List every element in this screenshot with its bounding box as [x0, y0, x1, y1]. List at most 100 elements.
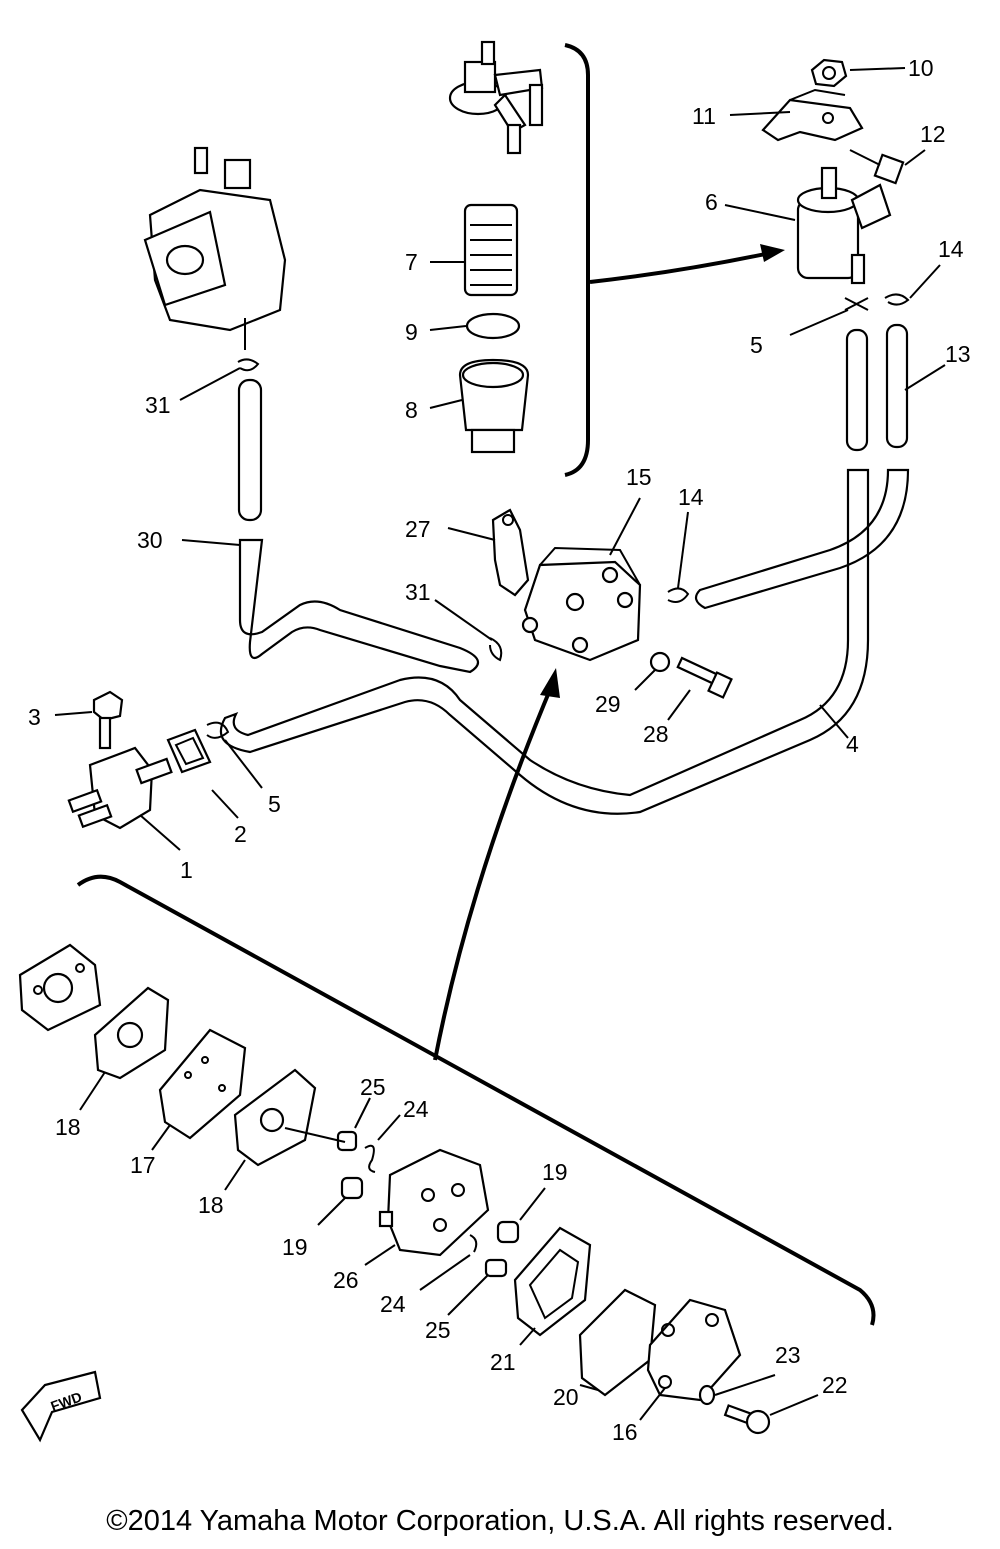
leader-9: [429, 325, 467, 331]
clip-14-center-icon: [667, 587, 690, 603]
leader-8: [429, 399, 463, 409]
leader-22: [769, 1394, 819, 1416]
callout-16: 16: [612, 1419, 638, 1445]
callout-18a: 18: [55, 1114, 81, 1140]
bolt-28-icon: [676, 656, 733, 699]
leader-19b: [519, 1187, 546, 1221]
bracket-11-icon: [761, 88, 864, 142]
leader-24b: [419, 1254, 471, 1291]
nut-19-left-icon: [340, 1176, 364, 1200]
hose-14-icon: [694, 468, 910, 610]
leader-12: [904, 149, 926, 166]
fuel-filter-6-icon: [796, 166, 892, 285]
leader-23: [714, 1374, 776, 1396]
leader-15: [609, 497, 641, 556]
leader-4: [819, 704, 849, 739]
screw-22-icon: [723, 1404, 771, 1435]
leader-10: [849, 67, 906, 71]
leader-16: [639, 1387, 666, 1421]
callout-6: 6: [705, 189, 718, 215]
leader-2: [211, 789, 239, 819]
callout-19a: 19: [282, 1234, 308, 1260]
leader-31-center: [434, 599, 493, 641]
leader-18a: [79, 1071, 106, 1111]
screw-24-icon: [364, 1144, 376, 1173]
gasket-17-icon: [158, 1028, 247, 1140]
callout-21: 21: [490, 1349, 516, 1375]
gasket-2-icon: [166, 728, 212, 774]
clip-31-right-icon: [489, 637, 503, 662]
leader-5-top: [789, 309, 849, 336]
leader-14-center: [677, 511, 689, 589]
leader-17: [151, 1124, 171, 1151]
callout-24a: 24: [403, 1096, 429, 1122]
callout-22: 22: [822, 1372, 848, 1398]
diaphragm-18-mid-icon: [233, 1068, 317, 1167]
callout-4: 4: [846, 731, 859, 757]
fwd-arrow-icon: FWD: [20, 1370, 102, 1443]
filter-cup-8-icon: [458, 358, 530, 454]
callout-9: 9: [405, 319, 418, 345]
callout-24b: 24: [380, 1291, 406, 1317]
copyright-notice: ©2014 Yamaha Motor Corporation, U.S.A. A…: [106, 1505, 894, 1537]
leader-3: [54, 711, 93, 716]
cover-18-outer-icon: [18, 943, 102, 1032]
callout-11: 11: [692, 103, 716, 129]
diaphragm-20-icon: [578, 1288, 657, 1397]
clip-31-icon: [237, 358, 260, 372]
inset-bracket: [564, 43, 590, 477]
exploded-bracket-line: [76, 874, 876, 1326]
gasket-21-icon: [513, 1226, 592, 1337]
callout-10: 10: [908, 55, 934, 81]
leader-24a: [377, 1114, 401, 1141]
fuel-filter-top-icon: [448, 40, 544, 155]
fuel-joint-1-icon: [67, 746, 173, 830]
callout-14b: 14: [678, 484, 704, 510]
leader-11: [729, 111, 791, 116]
leader-13: [904, 364, 946, 391]
callout-14a: 14: [938, 236, 964, 262]
leader-21: [519, 1327, 536, 1346]
exploded-arrow-head: [540, 668, 560, 698]
fuel-pump-15-icon: [521, 546, 642, 662]
callout-20: 20: [553, 1384, 579, 1410]
hose-13-left-icon: [845, 328, 869, 452]
nut-19-right-icon: [496, 1220, 520, 1244]
callout-15: 15: [626, 464, 652, 490]
callout-5a: 5: [268, 791, 281, 817]
leader-28: [667, 689, 691, 721]
callout-1: 1: [180, 857, 193, 883]
callout-7: 7: [405, 249, 418, 275]
leader-19a: [317, 1197, 346, 1226]
diaphragm-18-icon: [93, 986, 170, 1080]
callout-5b: 5: [750, 332, 763, 358]
leader-29: [634, 669, 656, 691]
callout-19b: 19: [542, 1159, 568, 1185]
leader-1: [139, 814, 181, 851]
leader-25b: [447, 1274, 489, 1316]
callout-30: 30: [137, 527, 163, 553]
leader-18b: [224, 1159, 246, 1191]
hose-30-upper-icon: [237, 378, 263, 522]
hose-30-icon: [238, 538, 480, 674]
callout-26: 26: [333, 1267, 359, 1293]
leader-5-left: [224, 739, 263, 789]
washer-29-icon: [649, 651, 671, 673]
screw-24-lower-icon: [469, 1234, 478, 1253]
hose-13-right-icon: [885, 323, 909, 449]
leader-14-top: [909, 264, 941, 299]
callout-27: 27: [405, 516, 431, 542]
screw-25-lower-icon: [484, 1258, 508, 1278]
inset-arrow-head: [760, 244, 785, 262]
callout-25a: 25: [360, 1074, 386, 1100]
leader-26: [364, 1244, 396, 1266]
carburetor-icon: [143, 146, 287, 350]
callout-31b: 31: [405, 579, 431, 605]
callout-29: 29: [595, 691, 621, 717]
callout-8: 8: [405, 397, 418, 423]
leader-31-left: [179, 367, 241, 401]
leader-25a: [354, 1097, 371, 1129]
callout-17: 17: [130, 1152, 156, 1178]
bolt-12-icon: [849, 149, 905, 185]
callout-31a: 31: [145, 392, 171, 418]
